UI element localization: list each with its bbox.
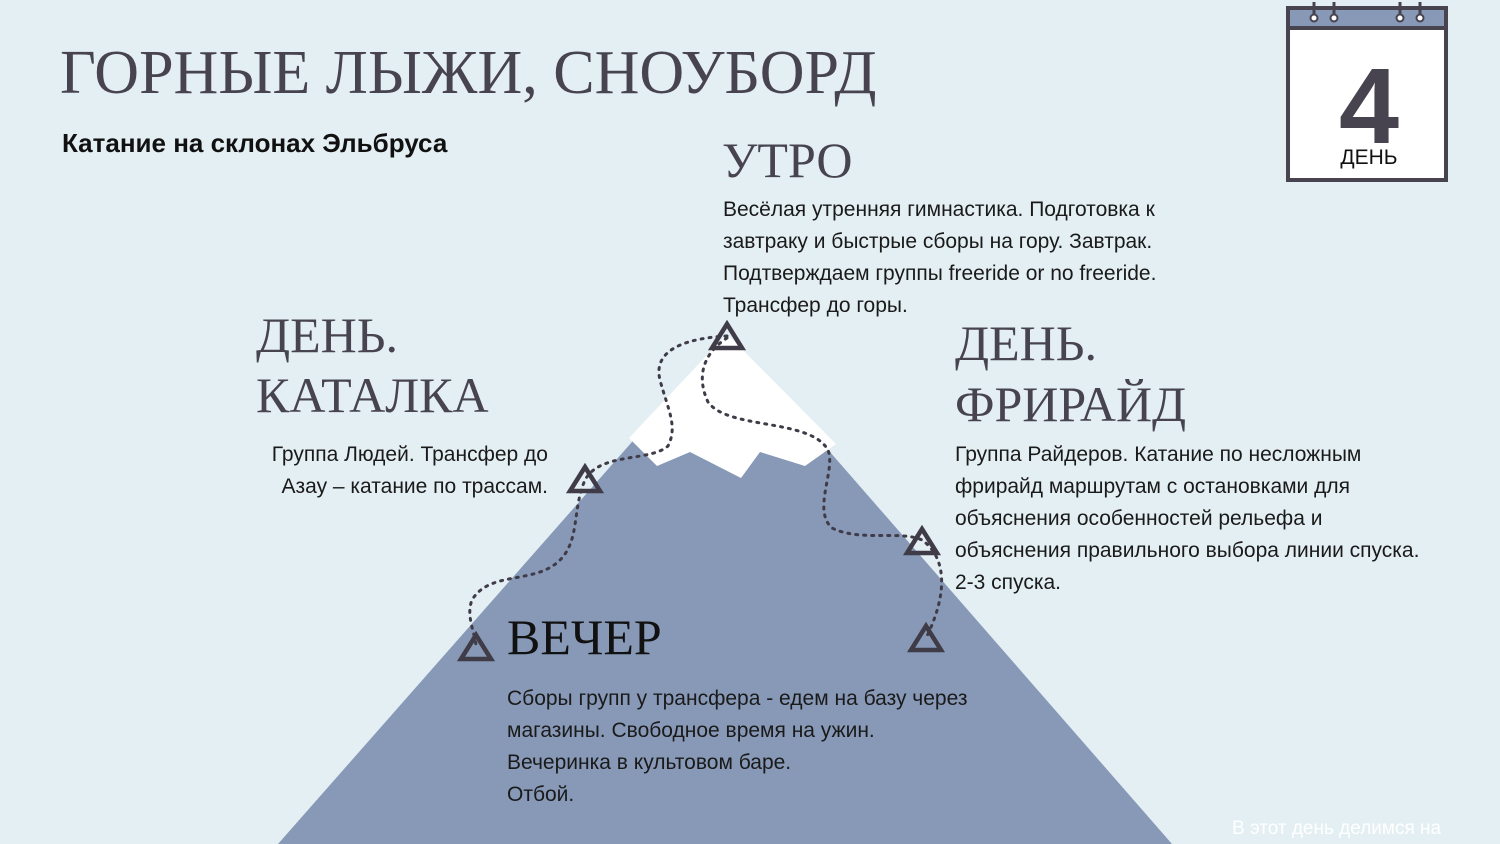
- mountain-snowcap: [629, 334, 836, 478]
- bottom-left-marker-icon: [456, 630, 496, 662]
- day-right-line: объяснения особенностей рельефа и: [955, 507, 1323, 530]
- right-marker-icon: [902, 524, 942, 556]
- day-right-heading-line2: ФРИРАЙД: [955, 376, 1187, 432]
- calendar-day-number: 4: [1338, 45, 1400, 166]
- footer-note: В этот день делимся на: [1232, 818, 1442, 839]
- calendar-icon: [1286, 2, 1448, 182]
- trail-right: [700, 336, 944, 640]
- day-left-heading: ДЕНЬ. КАТАЛКА: [256, 305, 489, 425]
- day-left-heading-line1: ДЕНЬ.: [256, 307, 398, 363]
- day-right-line: Группа Райдеров. Катание по несложным: [955, 443, 1362, 466]
- day-left-description: Группа Людей. Трансфер до Азау – катание…: [230, 439, 548, 503]
- day-left-line: Группа Людей. Трансфер до: [271, 443, 548, 466]
- day-right-line: фрирайд маршрутам с остановками для: [955, 475, 1351, 498]
- morning-line: Трансфер до горы.: [723, 294, 908, 317]
- day-right-heading: ДЕНЬ. ФРИРАЙД: [955, 313, 1186, 435]
- morning-line: завтраку и быстрые сборы на гору. Завтра…: [723, 230, 1153, 253]
- bottom-right-marker-icon: [906, 621, 946, 653]
- calendar-day-label: ДЕНЬ: [1340, 146, 1398, 169]
- morning-line: Подтверждаем группы freeride or no freer…: [723, 262, 1157, 285]
- day-right-line: объяснения правильного выбора линии спус…: [955, 539, 1420, 562]
- mountain-body: [278, 334, 1172, 844]
- day-left-line: Азау – катание по трассам.: [281, 475, 548, 498]
- page-title: ГОРНЫЕ ЛЫЖИ, СНОУБОРД: [60, 39, 877, 107]
- evening-line: Вечеринка в культовом баре.: [507, 751, 792, 774]
- morning-description: Весёлая утренняя гимнастика. Подготовка …: [723, 194, 1243, 322]
- evening-line: магазины. Свободное время на ужин.: [507, 719, 875, 742]
- evening-description: Сборы групп у трансфера - едем на базу ч…: [507, 683, 1027, 811]
- evening-line: Отбой.: [507, 783, 575, 806]
- morning-heading: УТРО: [722, 132, 853, 188]
- page-subtitle: Катание на склонах Эльбруса: [62, 128, 448, 158]
- peak-marker-icon: [707, 319, 747, 351]
- day-left-heading-line2: КАТАЛКА: [256, 367, 489, 423]
- evening-heading: ВЕЧЕР: [507, 609, 662, 665]
- day-right-heading-line1: ДЕНЬ.: [955, 315, 1097, 371]
- day-right-description: Группа Райдеров. Катание по несложным фр…: [955, 439, 1475, 599]
- day-right-line: 2-3 спуска.: [955, 571, 1061, 594]
- evening-line: Сборы групп у трансфера - едем на базу ч…: [507, 687, 968, 710]
- morning-line: Весёлая утренняя гимнастика. Подготовка …: [723, 198, 1155, 221]
- left-marker-icon: [565, 462, 605, 494]
